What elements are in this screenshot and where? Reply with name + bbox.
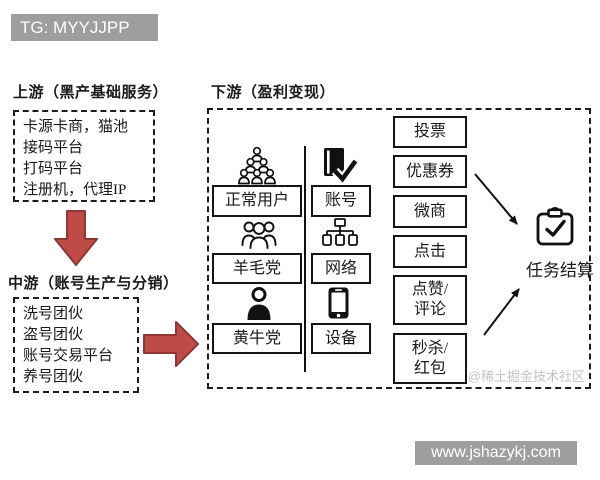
upstream-item: 接码平台 <box>23 140 84 156</box>
monetization-label: 红包 <box>413 359 446 377</box>
arrow-to-settlement-top <box>474 173 518 225</box>
midstream-title: 中游（账号生产与分销） <box>8 276 179 292</box>
monetization-label: 优惠券 <box>405 162 454 180</box>
monetization-label: 点赞/ <box>411 281 449 298</box>
midstream-item: 洗号团伙 <box>23 306 84 322</box>
monetization-label: 秒杀/ <box>411 339 449 357</box>
upstream-item: 打码平台 <box>23 161 84 177</box>
monetization-box-flashsale-redpacket: 秒杀/ 红包 <box>393 333 467 384</box>
settlement-label: 任务结算 <box>526 261 594 280</box>
downstream-container: 正常用户 羊毛党 黄牛党 <box>207 108 594 389</box>
resource-box-devices: 设备 <box>311 323 371 354</box>
resource-box-network: 网络 <box>311 253 371 284</box>
user-group-icon <box>241 221 277 249</box>
monetization-box-coupons: 优惠券 <box>393 155 467 188</box>
monetization-box-likes-comments: 点赞/ 评论 <box>393 275 467 325</box>
actor-box-scalpers: 黄牛党 <box>212 323 302 354</box>
crowd-icon <box>238 147 276 185</box>
monetization-box-clicks: 点击 <box>393 235 467 268</box>
actor-label: 羊毛党 <box>232 259 281 277</box>
arrow-to-settlement-bottom <box>483 288 520 336</box>
resource-label: 设备 <box>324 329 357 347</box>
website-badge-label: www.jshazykj.com <box>431 444 561 461</box>
down-arrow-icon <box>54 210 98 266</box>
community-watermark: @稀土掘金技术社区 <box>467 369 585 384</box>
website-badge: www.jshazykj.com <box>415 441 577 465</box>
user-silhouette-icon <box>247 287 271 320</box>
network-tree-icon <box>322 218 358 246</box>
midstream-item: 盗号团伙 <box>23 327 84 343</box>
resource-box-accounts: 账号 <box>311 185 371 217</box>
upstream-title: 上游（黑产基础服务） <box>13 85 169 101</box>
downstream-title: 下游（盈利变现） <box>211 85 336 101</box>
account-book-check-icon <box>324 148 359 184</box>
column-divider <box>304 146 306 372</box>
smartphone-icon <box>328 287 349 319</box>
resource-label: 账号 <box>324 192 357 209</box>
monetization-label: 投票 <box>413 123 446 140</box>
actor-box-coupon-clippers: 羊毛党 <box>212 253 302 284</box>
monetization-label: 评论 <box>413 301 446 318</box>
monetization-label: 点击 <box>413 242 446 260</box>
midstream-item: 账号交易平台 <box>23 348 114 364</box>
clipboard-check-icon <box>536 207 574 246</box>
upstream-item: 注册机，代理IP <box>23 182 127 198</box>
actor-label: 正常用户 <box>224 192 289 209</box>
monetization-box-micro-business: 微商 <box>393 195 467 228</box>
right-arrow-icon <box>143 321 199 367</box>
monetization-label: 微商 <box>413 202 446 220</box>
actor-box-normal-users: 正常用户 <box>212 185 302 217</box>
upstream-item: 卡源卡商，猫池 <box>23 119 129 135</box>
midstream-item: 养号团伙 <box>23 369 84 385</box>
actor-label: 黄牛党 <box>232 329 281 347</box>
upstream-list-box: 卡源卡商，猫池 接码平台 打码平台 注册机，代理IP <box>13 110 155 202</box>
telegram-badge-label: TG: MYYJJPP <box>20 17 130 37</box>
monetization-box-voting: 投票 <box>393 116 467 148</box>
midstream-list-box: 洗号团伙 盗号团伙 账号交易平台 养号团伙 <box>13 297 139 393</box>
resource-label: 网络 <box>324 259 357 277</box>
telegram-badge: TG: MYYJJPP <box>11 14 158 41</box>
